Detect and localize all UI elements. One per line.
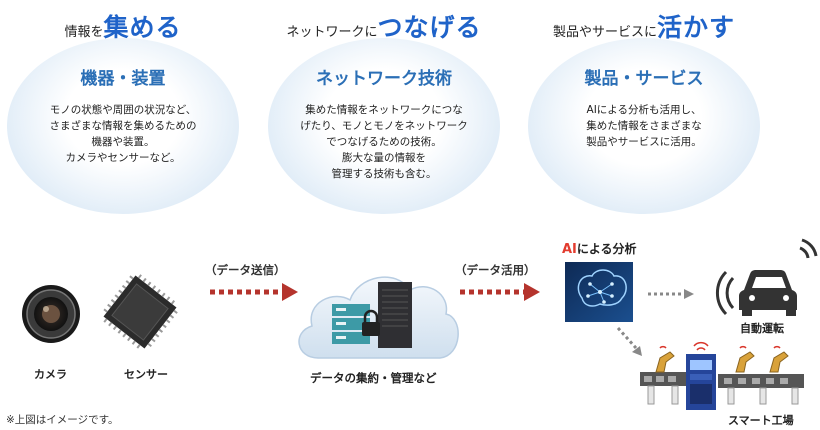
smart-factory-label: スマート工場 [728,414,794,427]
ai-analysis-label: AIによる分析 [562,240,637,257]
concept-circle: ネットワーク技術 集めた情報をネットワークにつな げたり、モノとモノをネットワー… [268,38,500,214]
desc-line: げたり、モノとモノをネットワーク [300,120,468,132]
desc-line: 膨大な量の情報を [342,152,426,164]
footnote: ※上図はイメージです。 [6,414,119,426]
circle-description: モノの状態や周囲の状況など、 さまざまな情報を集めるための 機器や装置。 カメラ… [23,102,223,166]
to-factory-arrow [616,326,642,356]
circle-description: AIによる分析も活用し、 集めた情報をさまざまな 製品やサービスに活用。 [544,102,744,150]
car-icon [739,270,797,316]
concept-circle: 機器・装置 モノの状態や周囲の状況など、 さまざまな情報を集めるための 機器や装… [7,38,239,214]
use-label: （データ活用） [455,263,536,277]
column-heading: ネットワークにつなげる [264,8,504,44]
desc-line: さまざまな情報を集めるための [49,120,197,132]
desc-line: 機器や装置。 [91,136,155,148]
send-arrow [210,283,298,301]
heading-prefix: ネットワークに [286,25,378,40]
heading-keyword: 集める [103,13,182,42]
heading-prefix: 情報を [64,25,104,40]
column-heading: 情報を集める [3,8,243,44]
ai-brain-icon [565,262,633,322]
heading-prefix: 製品やサービスに [552,25,657,40]
circle-title: 機器・装置 [80,69,166,89]
sensor-chip-icon [103,274,178,349]
column-heading: 製品やサービスに活かす [524,8,764,44]
auto-driving-label: 自動運転 [740,322,784,335]
cloud-server-icon [298,276,459,359]
send-label: （データ送信） [205,263,286,277]
camera-icon [22,285,80,343]
smart-factory-icon [640,341,804,410]
cloud-label: データの集約・管理など [310,371,437,385]
desc-line: AIによる分析も活用し、 [586,104,702,116]
to-car-arrow [648,289,694,299]
desc-line: 集めた情報をさまざまな [586,120,702,132]
column-connect: ネットワークにつなげる ネットワーク技術 集めた情報をネットワークにつな げたり… [264,0,504,220]
desc-line: カメラやセンサーなど。 [65,152,181,164]
circle-title: 製品・サービス [584,69,704,89]
ai-suffix: による分析 [576,242,637,256]
circle-description: 集めた情報をネットワークにつな げたり、モノとモノをネットワーク でつなげるため… [284,102,484,182]
concept-circle: 製品・サービス AIによる分析も活用し、 集めた情報をさまざまな 製品やサービス… [528,38,760,214]
desc-line: 管理する技術も含む。 [331,168,437,180]
circle-title: ネットワーク技術 [316,69,452,89]
desc-line: 製品やサービスに活用。 [586,136,702,148]
column-collect: 情報を集める 機器・装置 モノの状態や周囲の状況など、 さまざまな情報を集めるた… [3,0,243,220]
desc-line: モノの状態や周囲の状況など、 [49,104,197,116]
column-utilize: 製品やサービスに活かす 製品・サービス AIによる分析も活用し、 集めた情報をさ… [524,0,764,220]
heading-keyword: 活かす [657,13,736,42]
signal-wave-icon [715,238,818,316]
sensor-label: センサー [124,368,168,381]
desc-line: 集めた情報をネットワークにつな [305,104,463,116]
use-arrow [460,283,540,301]
ai-prefix: AI [562,242,577,257]
camera-label: カメラ [34,368,67,381]
heading-keyword: つなげる [377,13,482,42]
desc-line: でつなげるための技術。 [326,136,442,148]
